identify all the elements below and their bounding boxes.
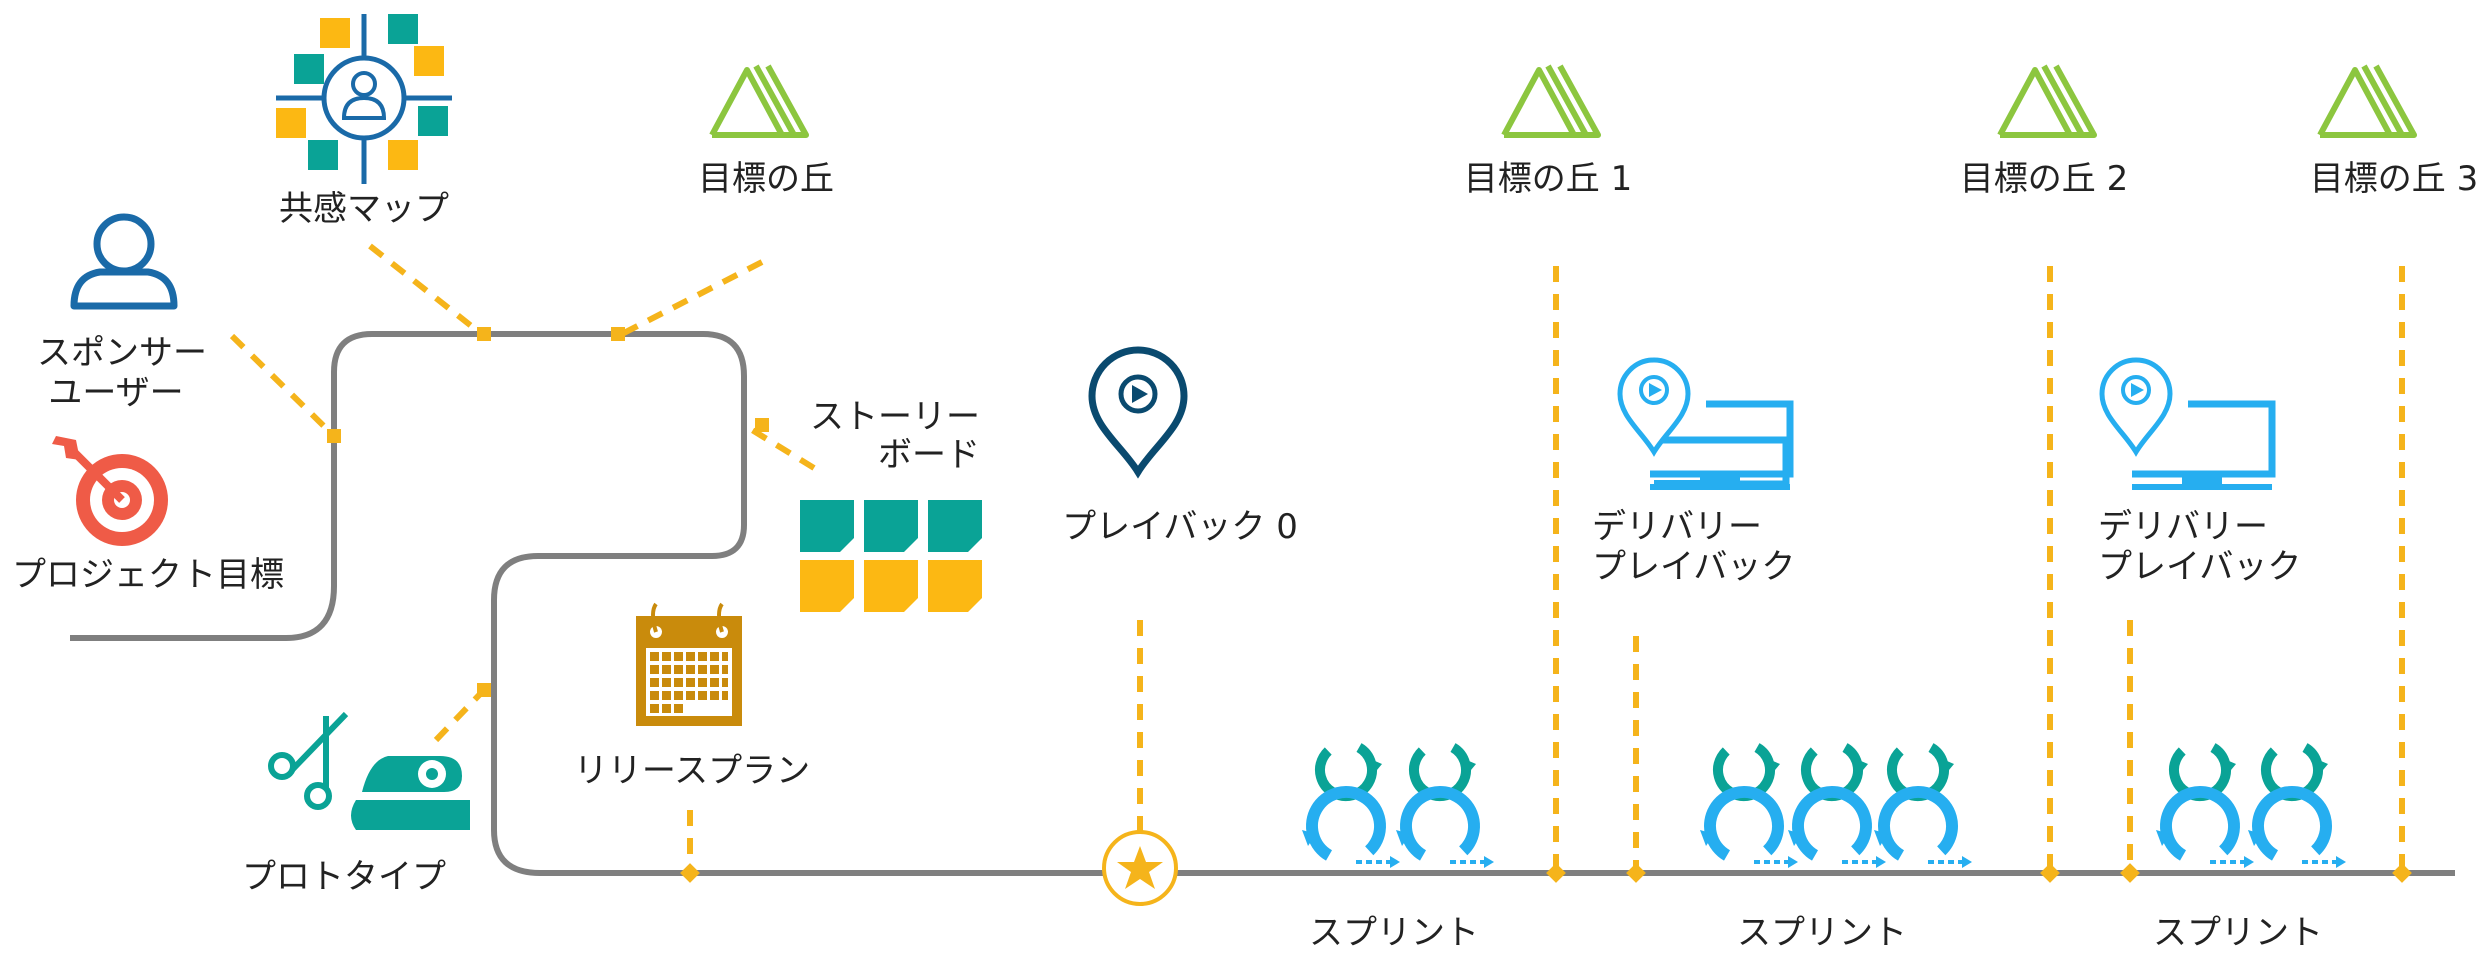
sprint1-label: スプリント [1309,913,1479,953]
star-icon [1102,830,1178,906]
hill2-label: 目標の丘 2 [1959,159,2129,199]
project-goal-label: プロジェクト目標 [12,555,284,595]
sprint3-label: スプリント [2153,913,2323,953]
delivery-playback-1-line1: デリバリー [1592,507,1762,547]
sponsor-user-label-line2: ユーザー [48,373,184,413]
empathy-map-icon [276,14,452,184]
delivery-playback-2-line2: プレイバック [2098,547,2302,587]
person-icon [70,213,178,310]
journey-path [70,331,2455,876]
hill3-label: 目標の丘 3 [2309,159,2478,199]
iteration-loops-icon [1300,734,1494,872]
calendar-icon [636,602,742,726]
delivery-playback-1-line2: プレイバック [1592,547,1796,587]
sponsor-user-label-line1: スポンサー [37,333,207,373]
empathy-map-label: 共感マップ [279,189,449,229]
junction-markers [327,327,2412,883]
sprint2-label: スプリント [1737,913,1907,953]
play-pin-monitor-icon [2099,357,2276,490]
scissors-tape-icon [268,711,470,830]
playback0-label: プレイバック 0 [1062,507,1298,547]
connector-lines [229,243,2405,873]
prototype-label: プロトタイプ [242,857,446,897]
hill1-label: 目標の丘 1 [1463,159,1633,199]
release-plan-label: リリースプラン [573,751,811,791]
storyboard-label-line2: ボード [878,435,980,475]
mountain-icon [2000,66,2094,135]
iteration-loops-icon [2154,734,2346,872]
mountain-icon [712,66,806,135]
iteration-loops-icon [1698,734,1972,872]
play-pin-monitor-icon [1617,357,1794,490]
play-pin-icon [1088,346,1188,479]
hill-label: 目標の丘 [698,159,834,199]
mountain-icon [2320,66,2414,135]
sticky-notes-icon [800,500,982,612]
delivery-playback-2-line1: デリバリー [2098,507,2268,547]
storyboard-label-line1: ストーリー [810,397,980,437]
target-arrow-icon [52,436,168,546]
mountain-icon [1504,66,1598,135]
